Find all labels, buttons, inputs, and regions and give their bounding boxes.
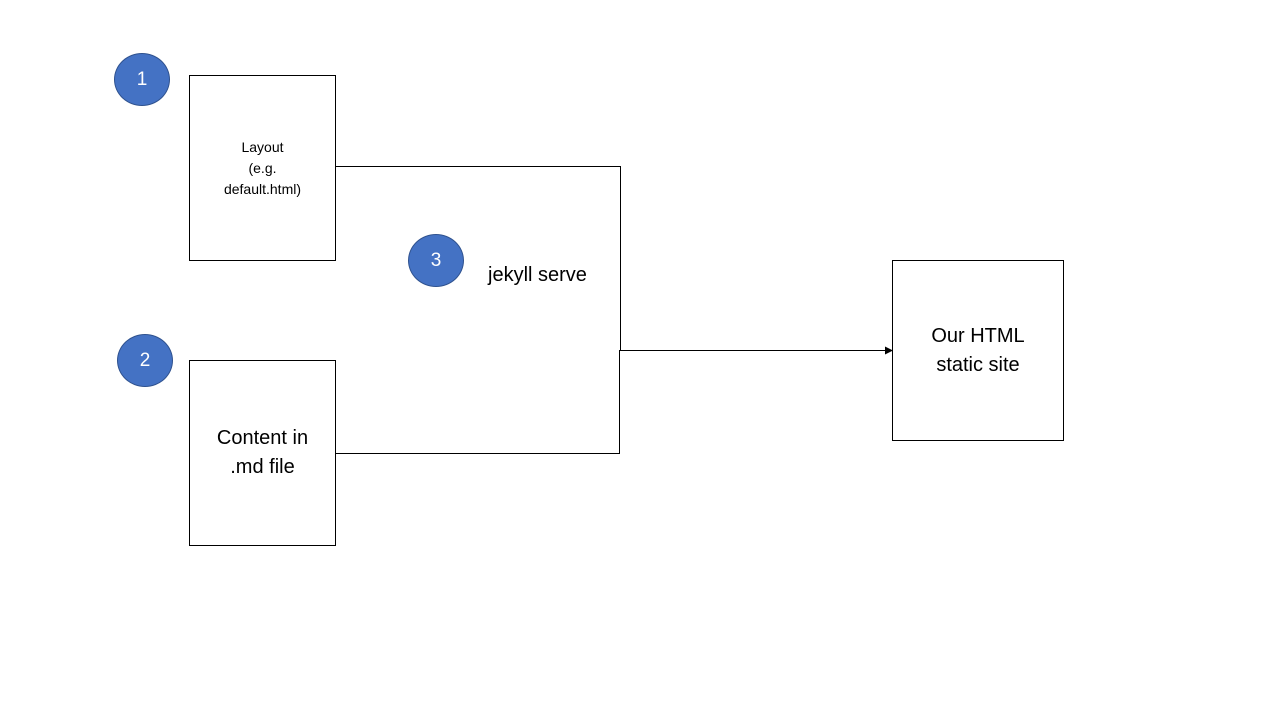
static-site-box: Our HTML static site [892,260,1064,441]
layout-file-box: Layout (e.g. default.html) [189,75,336,261]
step-number-2: 2 [139,349,151,371]
step-number-3: 3 [430,249,442,271]
jekyll-serve-label: jekyll serve [488,264,587,286]
step-badge-1: 1 [114,53,170,106]
layout-file-label: Layout (e.g. default.html) [223,138,302,197]
layout-connector-line [320,166,621,351]
content-file-label: Content in .md file [216,427,309,478]
static-site-label: Our HTML static site [931,324,1025,376]
step-number-1: 1 [136,68,148,90]
step-badge-2: 2 [117,334,173,387]
content-connector-line [336,350,620,454]
content-file-box: Content in .md file [189,360,336,546]
step-badge-3: 3 [408,234,464,287]
